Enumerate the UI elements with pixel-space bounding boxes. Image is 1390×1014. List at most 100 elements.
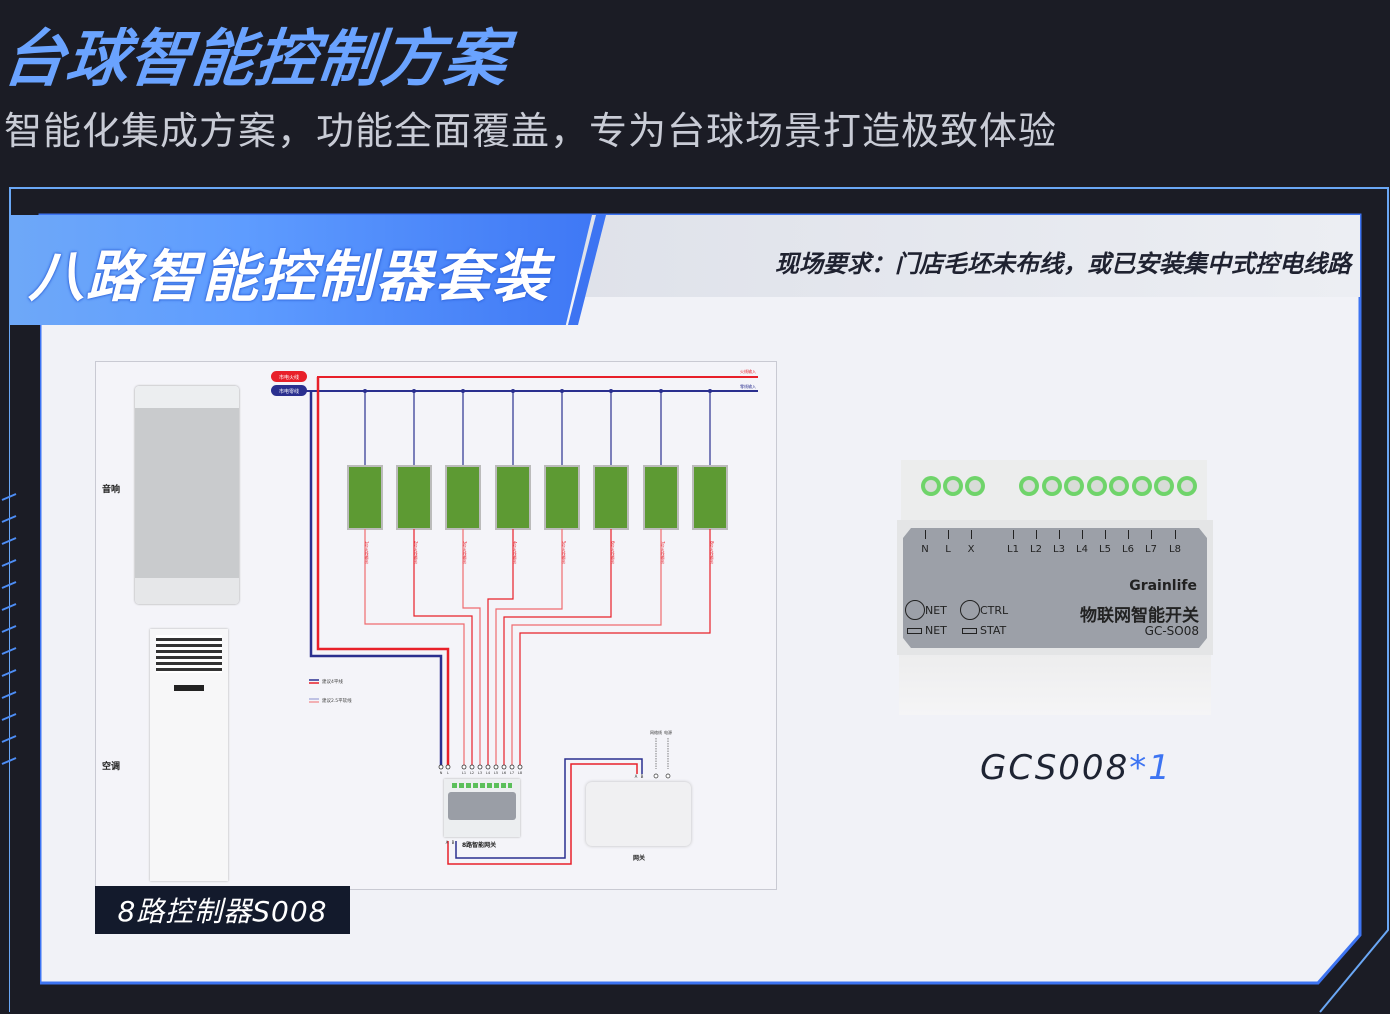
neutral-in-label: 零线输入 bbox=[740, 383, 756, 389]
gateway-port-b: B bbox=[641, 774, 644, 779]
terminal-screw bbox=[1176, 476, 1197, 496]
site-requirement: 现场要求：门店毛坯未布线，或已安装集中式控电线路 bbox=[775, 250, 1351, 278]
gateway-image bbox=[586, 782, 691, 846]
ac-label: 空调 bbox=[102, 762, 121, 772]
device-terminal-label: L4 bbox=[1076, 530, 1088, 555]
requirement-bar bbox=[580, 215, 1360, 297]
output-label: 7号火线输出 bbox=[661, 541, 666, 564]
terminal bbox=[469, 764, 475, 770]
terminal bbox=[477, 764, 483, 770]
terminal bbox=[517, 764, 523, 770]
billiard-table bbox=[643, 465, 679, 530]
banner-slash bbox=[568, 215, 606, 325]
terminal-screw bbox=[1154, 476, 1174, 496]
device-terminal-label: N bbox=[919, 530, 931, 555]
terminal-label: L4 bbox=[486, 771, 491, 775]
table-live-wire bbox=[487, 529, 514, 766]
terminal bbox=[445, 764, 451, 770]
gateway-input-label: 电源 bbox=[664, 729, 672, 735]
terminal-label: L3 bbox=[478, 771, 482, 775]
led-net: NET bbox=[907, 624, 947, 637]
neutral-label: 市电零线 bbox=[279, 388, 299, 395]
terminal bbox=[509, 764, 515, 770]
bus-port-a: A bbox=[446, 840, 449, 845]
terminal-label: L bbox=[447, 771, 449, 775]
terminal-screw bbox=[1131, 476, 1152, 496]
live-label: 市电火线 bbox=[279, 374, 299, 381]
terminal-label: L5 bbox=[494, 771, 498, 775]
caption-qty: *1 bbox=[1129, 748, 1172, 788]
page-subtitle: 智能化集成方案，功能全面覆盖，专为台球场景打造极致体验 bbox=[4, 109, 1058, 153]
live-pill bbox=[271, 371, 307, 382]
product-label: 8路控制器S008 bbox=[95, 886, 350, 934]
terminal-label: L6 bbox=[502, 771, 506, 775]
terminal bbox=[493, 764, 499, 770]
air-conditioner-image bbox=[150, 629, 228, 881]
indicator-net: NET bbox=[905, 600, 947, 620]
gateway-input-port bbox=[653, 773, 659, 779]
side-stripes bbox=[1, 493, 17, 765]
output-label: 1号火线输出 bbox=[365, 541, 370, 564]
device-model: GC-SO08 bbox=[1144, 624, 1199, 638]
live-feed bbox=[316, 377, 450, 766]
billiard-table bbox=[544, 465, 580, 530]
terminal-label: L2 bbox=[470, 771, 474, 775]
terminal-label: L8 bbox=[518, 771, 522, 775]
controller-label: 8路智能网关 bbox=[462, 842, 497, 849]
output-label: 6号火线输出 bbox=[611, 541, 616, 564]
legend-2_5mm: 建议2.5平软线 bbox=[322, 697, 352, 704]
output-label: 2号火线输出 bbox=[414, 541, 419, 564]
bus-port-b: B bbox=[452, 840, 455, 845]
billiard-table bbox=[692, 465, 728, 530]
terminal-label: N bbox=[440, 771, 443, 775]
indicator-ctrl: CTRL bbox=[960, 600, 1008, 620]
device-terminal-label: L7 bbox=[1145, 530, 1157, 555]
speaker-image bbox=[135, 386, 239, 604]
section-banner bbox=[10, 215, 592, 325]
device-terminal-label: L1 bbox=[1007, 530, 1019, 555]
terminal bbox=[501, 764, 507, 770]
terminal bbox=[461, 764, 467, 770]
device-terminal-label: L3 bbox=[1053, 530, 1065, 555]
table-live-wire bbox=[413, 529, 473, 766]
controller-image bbox=[444, 779, 520, 837]
device-terminal-label: L bbox=[942, 530, 954, 555]
table-live-wire bbox=[495, 529, 563, 766]
gateway-label: 网关 bbox=[633, 855, 646, 862]
bus-a-wire bbox=[447, 763, 638, 865]
billiard-table bbox=[593, 465, 629, 530]
billiard-table bbox=[495, 465, 531, 530]
terminal bbox=[485, 764, 491, 770]
led-stat: STAT bbox=[962, 624, 1006, 637]
section-title: 八路智能控制器套装 bbox=[28, 245, 550, 310]
device-terminal-label: L2 bbox=[1030, 530, 1042, 555]
bus-b-wire bbox=[455, 758, 643, 859]
terminal-screw bbox=[1086, 476, 1107, 496]
table-live-wire bbox=[503, 529, 612, 766]
live-in-label: 火线输入 bbox=[740, 368, 756, 374]
legend-4mm: 建议4平线 bbox=[322, 678, 343, 685]
gateway-input-label: 网络线 bbox=[650, 729, 662, 735]
output-label: 3号火线输出 bbox=[463, 541, 468, 564]
gateway-input-port bbox=[665, 773, 671, 779]
speaker-label: 音响 bbox=[102, 485, 121, 495]
table-live-wire bbox=[364, 529, 465, 766]
terminal-screw bbox=[965, 476, 985, 496]
output-label: 8号火线输出 bbox=[710, 541, 715, 564]
product-caption: GCS008*1 bbox=[980, 748, 1172, 788]
terminal-screw bbox=[1109, 476, 1129, 496]
caption-model: GCS008 bbox=[980, 748, 1130, 788]
output-label: 5号火线输出 bbox=[562, 541, 567, 564]
terminal-label: L7 bbox=[510, 771, 514, 775]
device-terminal-label: L8 bbox=[1169, 530, 1181, 555]
neutral-pill bbox=[271, 385, 307, 396]
billiard-table bbox=[445, 465, 481, 530]
table-live-wire bbox=[462, 529, 481, 766]
terminal-screw bbox=[1019, 476, 1039, 496]
billiard-table bbox=[396, 465, 432, 530]
terminal-screw bbox=[1064, 476, 1084, 496]
terminal-screw bbox=[943, 476, 963, 496]
device-terminal-label: L6 bbox=[1122, 530, 1134, 555]
